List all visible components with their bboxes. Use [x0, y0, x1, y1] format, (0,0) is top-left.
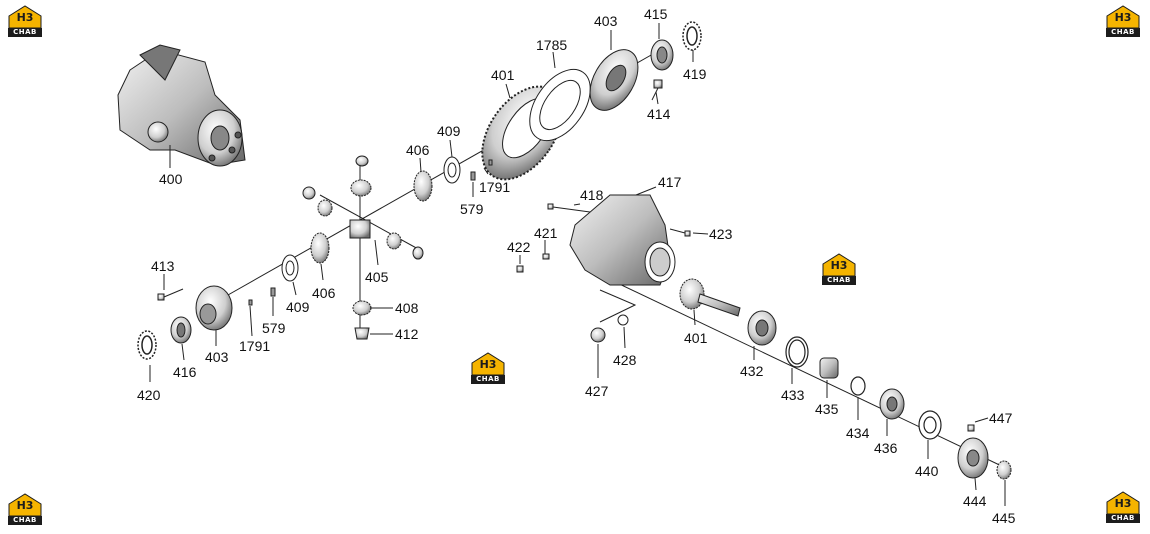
- callout-1785: 1785: [536, 37, 567, 53]
- logo-text: CHAB: [471, 375, 505, 384]
- logo-house-icon: [1106, 5, 1140, 29]
- logo-house-icon: [471, 352, 505, 376]
- callout-418: 418: [580, 187, 604, 203]
- callout-435: 435: [815, 401, 839, 417]
- callout-401: 401: [684, 330, 708, 346]
- callout-436: 436: [874, 440, 898, 456]
- logo-mark: H3: [16, 499, 34, 512]
- callout-414: 414: [647, 106, 671, 122]
- callout-412: 412: [395, 326, 419, 342]
- carrier-half-403-upper: [589, 49, 639, 111]
- differential-assembly-400: [117, 44, 246, 167]
- bearing-436: [879, 388, 905, 420]
- callout-409: 409: [437, 123, 461, 139]
- leader-lines: [149, 23, 1006, 506]
- pins-579-1791-upper: [470, 159, 493, 181]
- callout-417: 417: [658, 174, 682, 190]
- nut-445: [996, 460, 1012, 480]
- logo-text: CHAB: [8, 28, 42, 37]
- watermark-logo-top-right: H3 CHAB: [1104, 4, 1142, 38]
- bolt-413: [157, 288, 184, 301]
- logo-house-icon: [8, 493, 42, 517]
- callout-406: 406: [406, 142, 430, 158]
- watermark-logo-mid-right: H3 CHAB: [820, 252, 858, 286]
- flange-444-bolt-447: [957, 424, 989, 479]
- logo-mark: H3: [16, 11, 34, 24]
- callout-401: 401: [491, 67, 515, 83]
- callout-447: 447: [989, 410, 1013, 426]
- ring-433: [785, 336, 809, 368]
- callout-421: 421: [534, 225, 558, 241]
- axle-housing-417: [569, 194, 676, 286]
- logo-text: CHAB: [822, 276, 856, 285]
- callout-405: 405: [365, 269, 389, 285]
- callout-427: 427: [585, 383, 609, 399]
- callout-403: 403: [594, 13, 618, 29]
- watermark-logo-center: H3 CHAB: [469, 351, 507, 385]
- adjusting-nut-419: [682, 21, 702, 51]
- callout-445: 445: [992, 510, 1016, 526]
- logo-house-icon: [8, 5, 42, 29]
- logo-text: CHAB: [8, 516, 42, 525]
- watermark-logo-top-left: H3 CHAB: [6, 4, 44, 38]
- callout-579: 579: [262, 320, 286, 336]
- callout-415: 415: [644, 6, 668, 22]
- callout-428: 428: [613, 352, 637, 368]
- callout-422: 422: [507, 239, 531, 255]
- ring-434: [850, 376, 866, 396]
- drive-pinion-401: [679, 278, 741, 317]
- callout-416: 416: [173, 364, 197, 380]
- callout-444: 444: [963, 493, 987, 509]
- callout-440: 440: [915, 463, 939, 479]
- watermark-logo-bottom-left: H3 CHAB: [6, 492, 44, 526]
- callout-labels: 400 401 1785 403 415 419 414 409 406 179…: [137, 6, 1016, 526]
- callout-1791: 1791: [479, 179, 510, 195]
- logo-mark: H3: [1114, 11, 1132, 24]
- logo-mark: H3: [479, 358, 497, 371]
- logo-text: CHAB: [1106, 28, 1140, 37]
- callout-579: 579: [460, 201, 484, 217]
- seal-440: [918, 410, 942, 440]
- side-gear-406-lower: [310, 232, 330, 264]
- thrust-washer-409-upper: [443, 156, 461, 184]
- callout-423: 423: [709, 226, 733, 242]
- callout-403: 403: [205, 349, 229, 365]
- callout-432: 432: [740, 363, 764, 379]
- callout-1791: 1791: [239, 338, 270, 354]
- callout-406: 406: [312, 285, 336, 301]
- logo-mark: H3: [1114, 497, 1132, 510]
- ring-plate-1785: [529, 68, 591, 142]
- bolt-414: [651, 79, 663, 101]
- bolts-418-423-421-422: [516, 203, 691, 273]
- callout-409: 409: [286, 299, 310, 315]
- carrier-half-403-lower: [195, 285, 233, 331]
- bearing-432: [747, 310, 777, 346]
- callout-420: 420: [137, 387, 161, 403]
- nut-427-washer-428: [590, 314, 629, 343]
- callout-433: 433: [781, 387, 805, 403]
- thrust-washer-409-lower: [281, 254, 299, 282]
- logo-text: CHAB: [1106, 514, 1140, 523]
- bearing-415: [650, 39, 674, 71]
- side-gear-406-upper: [413, 170, 433, 202]
- callout-400: 400: [159, 171, 183, 187]
- watermark-logo-bottom-right: H3 CHAB: [1104, 490, 1142, 524]
- spacer-435: [819, 357, 839, 379]
- callout-434: 434: [846, 425, 870, 441]
- callout-419: 419: [683, 66, 707, 82]
- callout-408: 408: [395, 300, 419, 316]
- bearing-416: [170, 316, 192, 344]
- pins-579-1791-lower: [248, 287, 276, 306]
- callout-413: 413: [151, 258, 175, 274]
- logo-mark: H3: [830, 259, 848, 272]
- logo-house-icon: [822, 253, 856, 277]
- logo-house-icon: [1106, 491, 1140, 515]
- adjusting-nut-420: [137, 330, 157, 360]
